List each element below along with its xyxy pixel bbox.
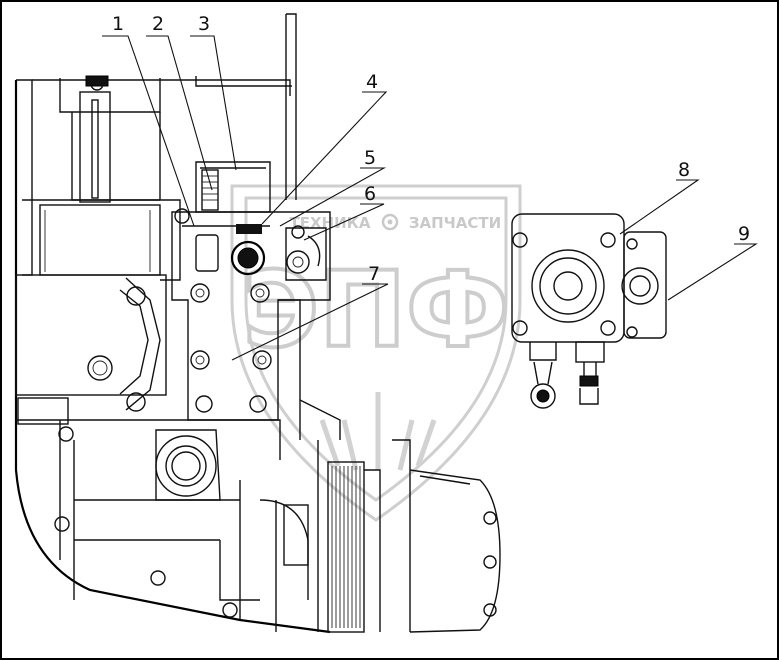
callout-1: 1	[112, 13, 124, 35]
pulley-grooves	[331, 466, 361, 628]
callout-3: 3	[198, 13, 210, 35]
pump-manifold	[171, 13, 341, 440]
callouts: 1 2 3 4 5 6 7 8 9	[102, 13, 758, 361]
watermark-right-text: ЗАПЧАСТИ	[409, 214, 501, 232]
hydraulic-pump	[511, 213, 667, 409]
callout-7: 7	[368, 263, 380, 285]
gear-icon	[381, 213, 399, 231]
callout-2: 2	[152, 13, 164, 35]
callout-6: 6	[364, 183, 376, 205]
callout-4: 4	[366, 71, 378, 93]
wheat-ears-icon	[319, 392, 437, 471]
callout-5: 5	[364, 147, 376, 169]
callout-8: 8	[678, 159, 690, 181]
engine-body	[14, 75, 501, 634]
callout-9: 9	[738, 223, 750, 245]
